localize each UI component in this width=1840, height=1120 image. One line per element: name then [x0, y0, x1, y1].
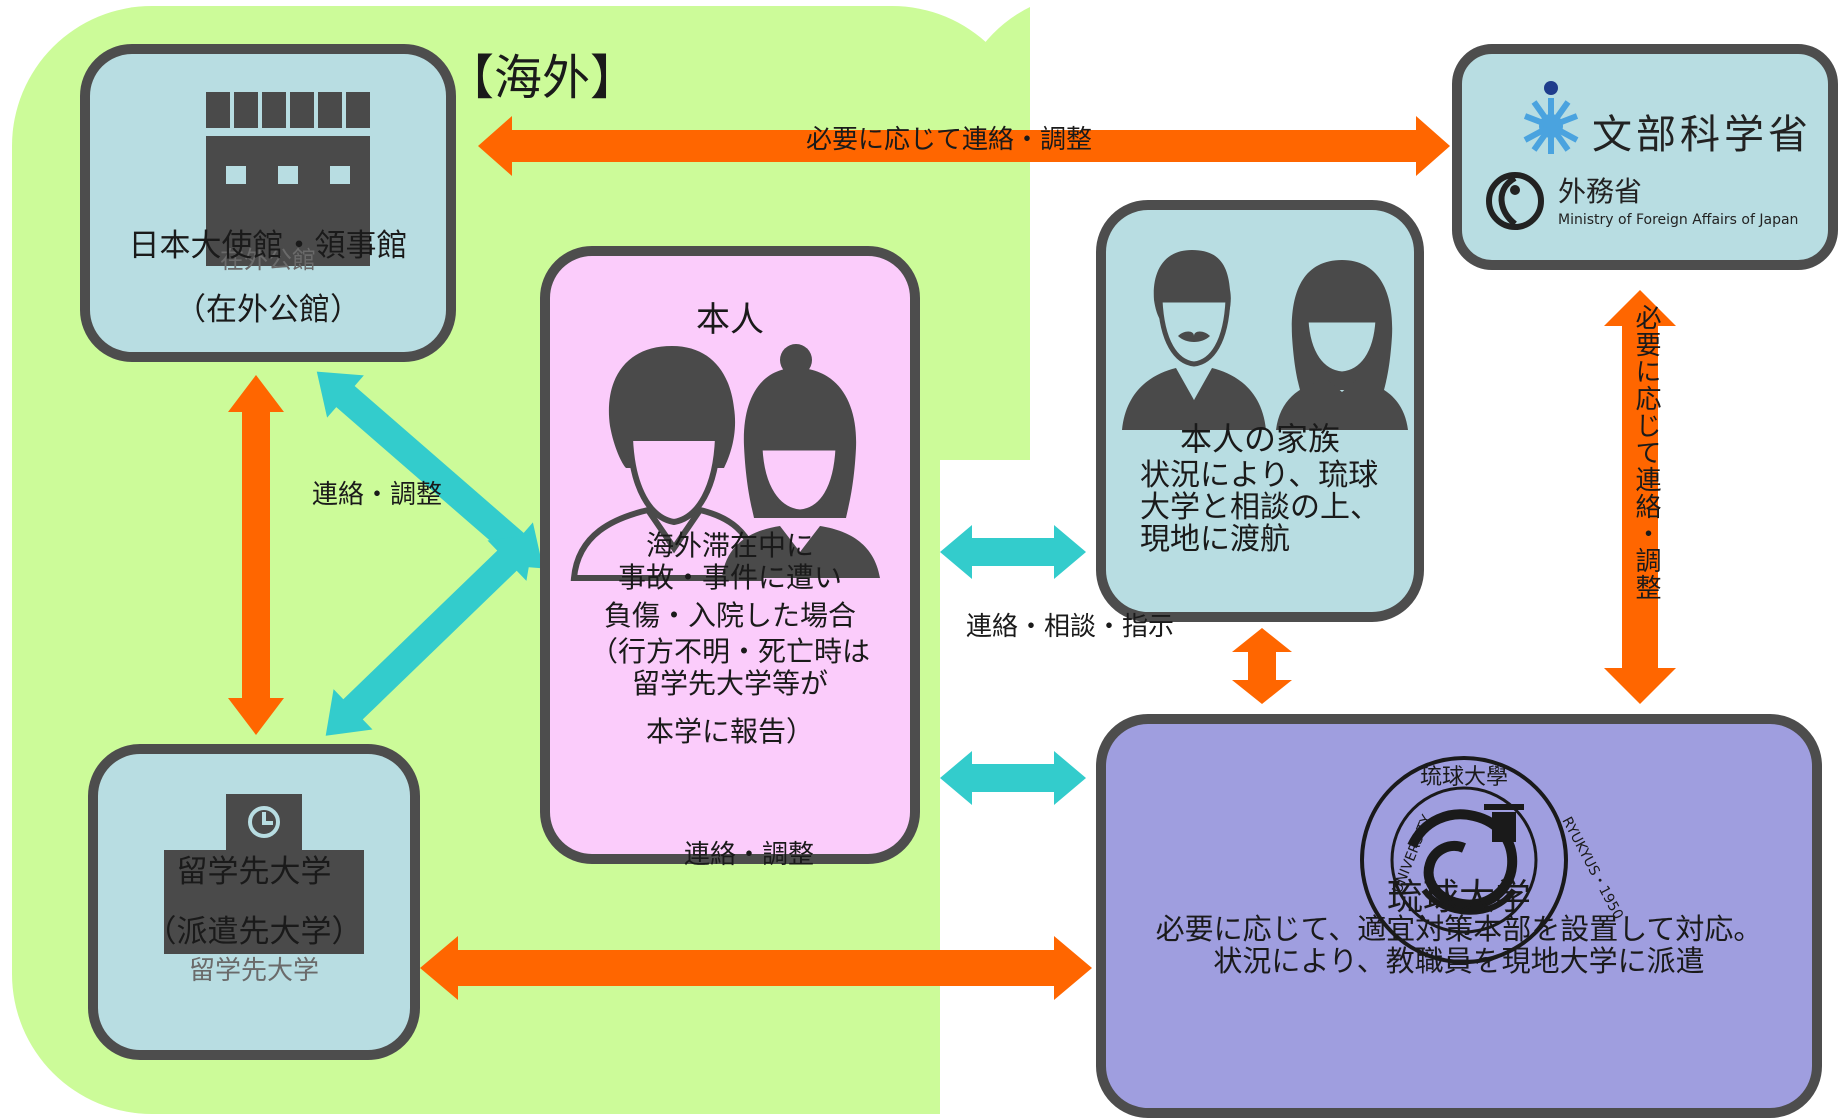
family-couple-icon [1122, 250, 1408, 430]
family-description: 状況により、琉球 大学と相談の上、 現地に渡航 [1140, 460, 1380, 556]
ryukyu-seal-top-text: 琉球大學 [1420, 765, 1508, 790]
mofa-english-name: Ministry of Foreign Affairs of Japan [1558, 212, 1799, 228]
host-university-box: 留学先大学 （派遣先大学） 留学先大学 [88, 744, 420, 1060]
family-line-2: 大学と相談の上、 [1140, 490, 1380, 525]
label-right-vertical: 必要に応じて連絡・調整 [1631, 304, 1661, 601]
overseas-label: 【海外】 [446, 50, 639, 106]
building-icon [206, 92, 370, 266]
arrow-left-vertical [228, 375, 284, 735]
arrow-bottom-double [420, 936, 1092, 1000]
ryukyu-box: 琉球大學 UNIVERSITY RYUKYUS・1950 琉球大学 必要に応じて… [1096, 714, 1822, 1118]
person-line-1: 海外滞在中に [645, 529, 814, 562]
label-person-family: 連絡・相談・指示 [966, 612, 1175, 642]
person-line-6: 本学に報告） [645, 715, 814, 748]
mofa-name: 外務省 [1558, 175, 1643, 208]
person-line-4: （行方不明・死亡時は [589, 635, 870, 668]
embassy-faded-text: 在外公館 [220, 246, 316, 274]
arrow-person-ryukyu [940, 751, 1086, 805]
label-left-link: 連絡・調整 [312, 480, 443, 510]
family-line-3: 現地に渡航 [1140, 522, 1290, 557]
arrow-embassy-person [316, 371, 544, 569]
host-university-subtitle: （派遣先大学） [145, 914, 363, 950]
family-line-1: 状況により、琉球 [1140, 458, 1379, 493]
host-university-faded-text: 留学先大学 [188, 956, 319, 986]
embassy-box: 在外公館 日本大使館・領事館 （在外公館） [80, 44, 456, 362]
school-icon [164, 794, 364, 954]
label-top-arrow: 必要に応じて連絡・調整 [806, 125, 1093, 155]
person-line-5: 留学先大学等が [631, 667, 828, 700]
person-line-2: 事故・事件に遭い [617, 561, 842, 594]
family-title: 本人の家族 [1179, 420, 1340, 458]
person-couple-icon [570, 344, 880, 581]
person-line-3: 負傷・入院した場合 [603, 599, 856, 632]
arrow-right-vertical [1604, 290, 1676, 704]
arrow-person-family [940, 525, 1086, 579]
host-university-title: 留学先大学 [176, 854, 332, 890]
mext-emblem-icon [1523, 81, 1579, 154]
ministries-box: 文部科学省 外務省 Ministry of Foreign Affairs of… [1452, 44, 1838, 270]
ryukyu-title: 琉球大学 [1386, 877, 1531, 918]
arrow-top-double [478, 116, 1450, 176]
label-person-bottom: 連絡・調整 [684, 840, 815, 870]
person-box: 本人 海外滞在中に 事故・事件に遭い 負傷・入院した場合 （行方不明・死亡時は … [540, 246, 920, 864]
mofa-emblem-icon [1486, 172, 1544, 230]
arrow-family-ryukyu [1232, 628, 1292, 704]
embassy-title: 日本大使館・領事館 [128, 228, 408, 264]
arrow-host-person [325, 534, 535, 736]
mext-name: 文部科学省 [1592, 112, 1812, 158]
family-box: 本人の家族 状況により、琉球 大学と相談の上、 現地に渡航 [1096, 200, 1424, 622]
ryukyu-line-1: 必要に応じて、適宜対策本部を設置して対応。 [1155, 912, 1763, 946]
embassy-subtitle: （在外公館） [175, 292, 361, 328]
person-title: 本人 [696, 300, 764, 340]
ryukyu-line-2: 状況により、教職員を現地大学に派遣 [1213, 944, 1705, 978]
